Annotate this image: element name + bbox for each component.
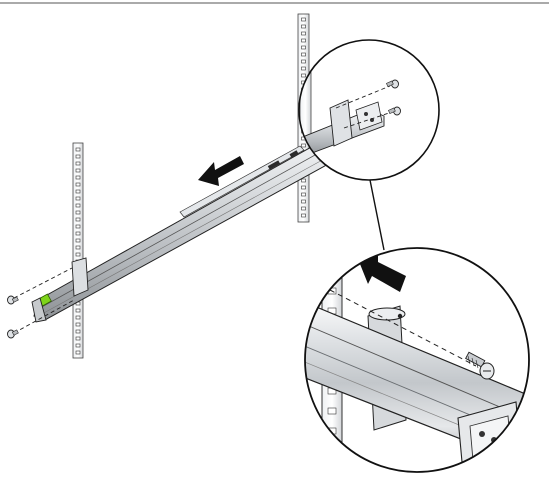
magnified-screw bbox=[465, 351, 495, 380]
rack-hole bbox=[75, 315, 81, 320]
rack-hole bbox=[301, 73, 306, 78]
rack-hole bbox=[75, 231, 81, 236]
rack-hole bbox=[75, 336, 81, 341]
rack-hole bbox=[301, 185, 306, 190]
rack-hole bbox=[75, 182, 81, 187]
rack-hole bbox=[75, 189, 81, 194]
insert-direction-arrow bbox=[360, 252, 406, 292]
rack-hole bbox=[301, 24, 306, 29]
rack-hole bbox=[75, 161, 81, 166]
rack-hole bbox=[301, 52, 306, 57]
rack-hole bbox=[75, 350, 81, 355]
front-mounting-bracket bbox=[71, 257, 89, 297]
rack-hole bbox=[75, 238, 81, 243]
rack-hole bbox=[327, 248, 337, 255]
front-screw-upper bbox=[7, 267, 73, 305]
rack-hole bbox=[75, 308, 81, 313]
rail-channel-line bbox=[39, 129, 361, 309]
rack-hole bbox=[75, 343, 81, 348]
rack-hole bbox=[75, 322, 81, 327]
rail-channel-line-lower bbox=[41, 135, 367, 315]
rack-hole bbox=[75, 224, 81, 229]
rack-hole bbox=[301, 206, 306, 211]
rack-hole bbox=[75, 329, 81, 334]
rack-hole bbox=[75, 252, 81, 257]
rear-detail-magnifier bbox=[298, 39, 440, 181]
rack-hole bbox=[75, 245, 81, 250]
rack-hole bbox=[75, 147, 81, 152]
rack-hole bbox=[301, 17, 306, 22]
rail-front-end bbox=[31, 297, 47, 323]
rack-hole bbox=[327, 467, 337, 472]
rack-hole bbox=[301, 45, 306, 50]
rail-slot bbox=[289, 150, 299, 158]
rack-hole bbox=[75, 210, 81, 215]
rack-hole bbox=[301, 192, 306, 197]
magnifier-connector-line bbox=[369, 179, 385, 251]
rack-hole bbox=[301, 38, 306, 43]
rack-hole bbox=[75, 168, 81, 173]
slide-rail-assembly bbox=[31, 105, 373, 323]
front-detail-magnifier bbox=[304, 247, 530, 473]
rack-hole bbox=[75, 154, 81, 159]
rack-hole bbox=[301, 66, 306, 71]
rack-hole bbox=[301, 213, 306, 218]
slide-direction-arrow bbox=[198, 156, 244, 186]
rack-hole bbox=[301, 178, 306, 183]
rack-hole bbox=[75, 175, 81, 180]
front-screw-lower bbox=[7, 299, 75, 339]
front-rack-post bbox=[72, 142, 84, 359]
rack-hole bbox=[301, 59, 306, 64]
rack-hole bbox=[75, 217, 81, 222]
rack-hole bbox=[75, 196, 81, 201]
rack-hole bbox=[75, 203, 81, 208]
rack-hole bbox=[301, 31, 306, 36]
rack-hole bbox=[301, 143, 306, 148]
rack-hole bbox=[327, 267, 337, 275]
rack-hole bbox=[327, 407, 337, 415]
rear-screw-upper bbox=[386, 79, 399, 89]
rail-slot bbox=[267, 160, 281, 170]
rear-screw-lower bbox=[388, 106, 401, 116]
rack-hole bbox=[301, 199, 306, 204]
rack-hole bbox=[327, 447, 337, 455]
